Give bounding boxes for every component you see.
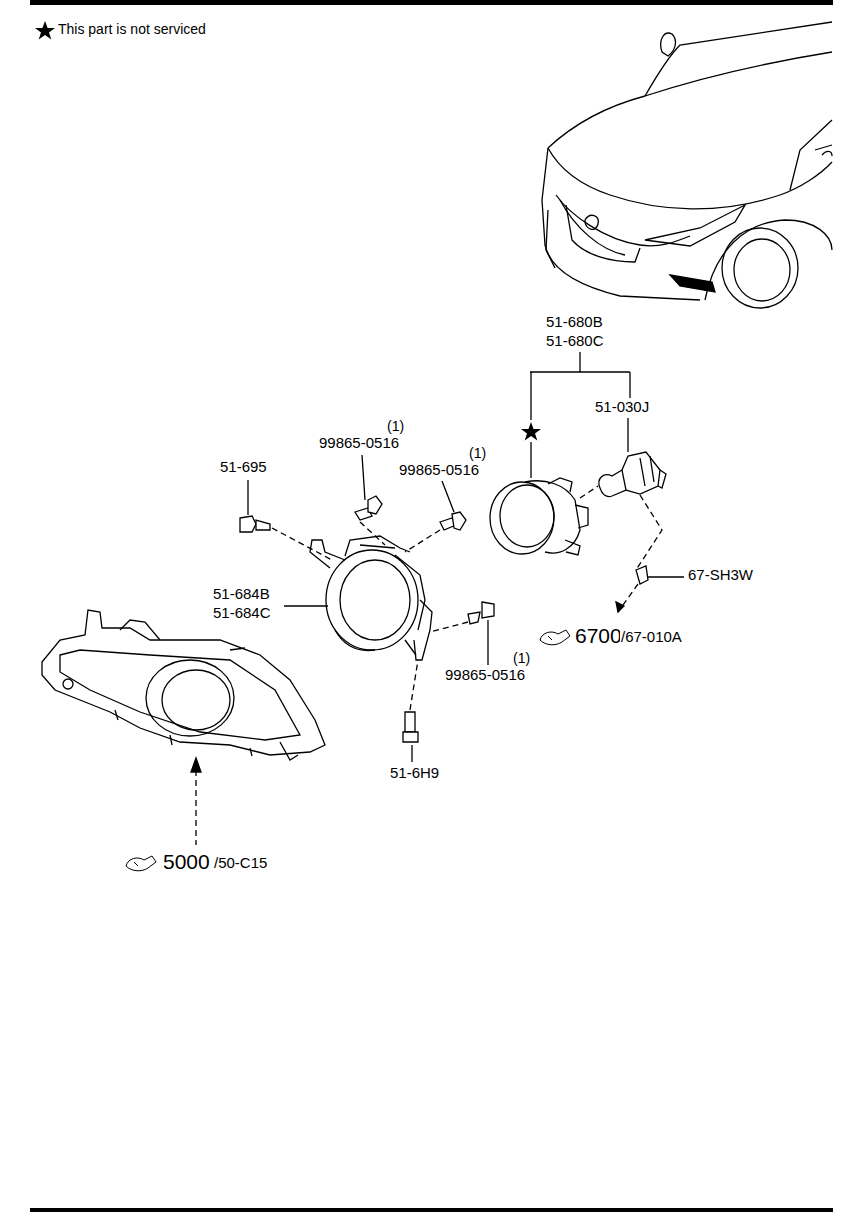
- fog-lamp: [490, 478, 588, 555]
- section-number: 6700: [574, 624, 623, 647]
- part-number: This part is not serviced: [57, 22, 207, 37]
- connector-part: [636, 566, 648, 584]
- leader-lines: [248, 455, 684, 762]
- part-number: 67-SH3W: [687, 567, 754, 584]
- part-number: /50-C15: [213, 855, 268, 872]
- star-symbol: [35, 21, 55, 40]
- car-illustration: [542, 22, 832, 308]
- bezel: [42, 610, 325, 760]
- part-number: 99865-0516: [398, 462, 480, 479]
- part-number: 51-030J: [594, 399, 650, 416]
- part-number: 51-6H9: [389, 765, 440, 782]
- bulb: [599, 452, 666, 497]
- part-number: /67-010A: [620, 629, 683, 646]
- arrowhead: [191, 758, 201, 772]
- arrowhead: [616, 602, 624, 612]
- bottom-rule: [30, 1208, 833, 1212]
- reference-symbol: [126, 630, 570, 871]
- bolts: [240, 496, 494, 742]
- quantity: (1): [468, 446, 487, 461]
- part-number: 99865-0516: [444, 667, 526, 684]
- star-symbol: [521, 422, 541, 441]
- part-number: 51-684B: [212, 586, 271, 603]
- part-number: 51-680B: [545, 314, 604, 331]
- part-number: 51-680C: [545, 333, 605, 350]
- section-number: 5000: [162, 850, 211, 873]
- quantity: (1): [512, 651, 531, 666]
- assembly-lines: [196, 486, 662, 845]
- part-number: 51-695: [219, 459, 268, 476]
- top-rule: [30, 0, 833, 5]
- quantity: (1): [386, 419, 405, 434]
- part-number: 51-684C: [212, 605, 272, 622]
- bracket: [310, 536, 432, 660]
- part-number: 99865-0516: [318, 435, 400, 452]
